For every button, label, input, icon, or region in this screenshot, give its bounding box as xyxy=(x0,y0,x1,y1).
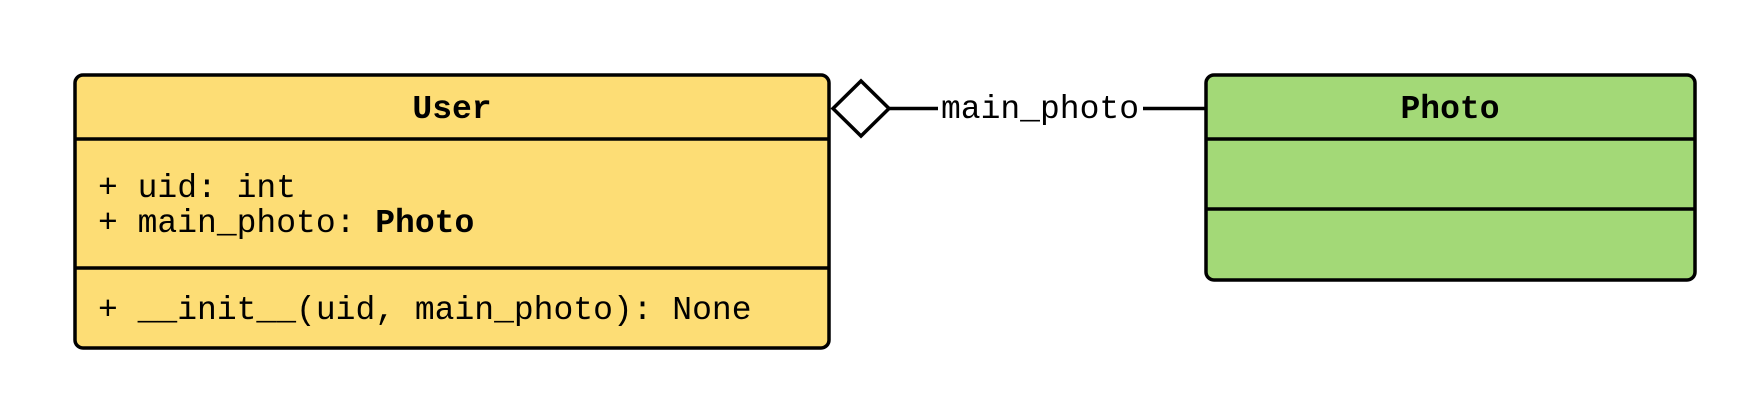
class-photo[interactable]: Photo xyxy=(1204,73,1697,282)
aggregation-relation[interactable]: main_photo xyxy=(830,78,1206,139)
relation-label: main_photo xyxy=(941,91,1139,128)
class-user-title: User xyxy=(412,91,491,128)
class-user-box xyxy=(73,73,831,350)
class-photo-title: Photo xyxy=(1400,91,1499,128)
aggregation-diamond-icon xyxy=(830,78,892,139)
class-photo-box xyxy=(1204,73,1697,282)
method-init: + __init__(uid, main_photo): None xyxy=(98,292,752,329)
attribute-main-photo: + main_photo: Photo xyxy=(98,205,474,242)
attribute-uid: + uid: int xyxy=(98,170,296,207)
class-user[interactable]: User + uid: int + main_photo: Photo + __… xyxy=(73,73,831,350)
